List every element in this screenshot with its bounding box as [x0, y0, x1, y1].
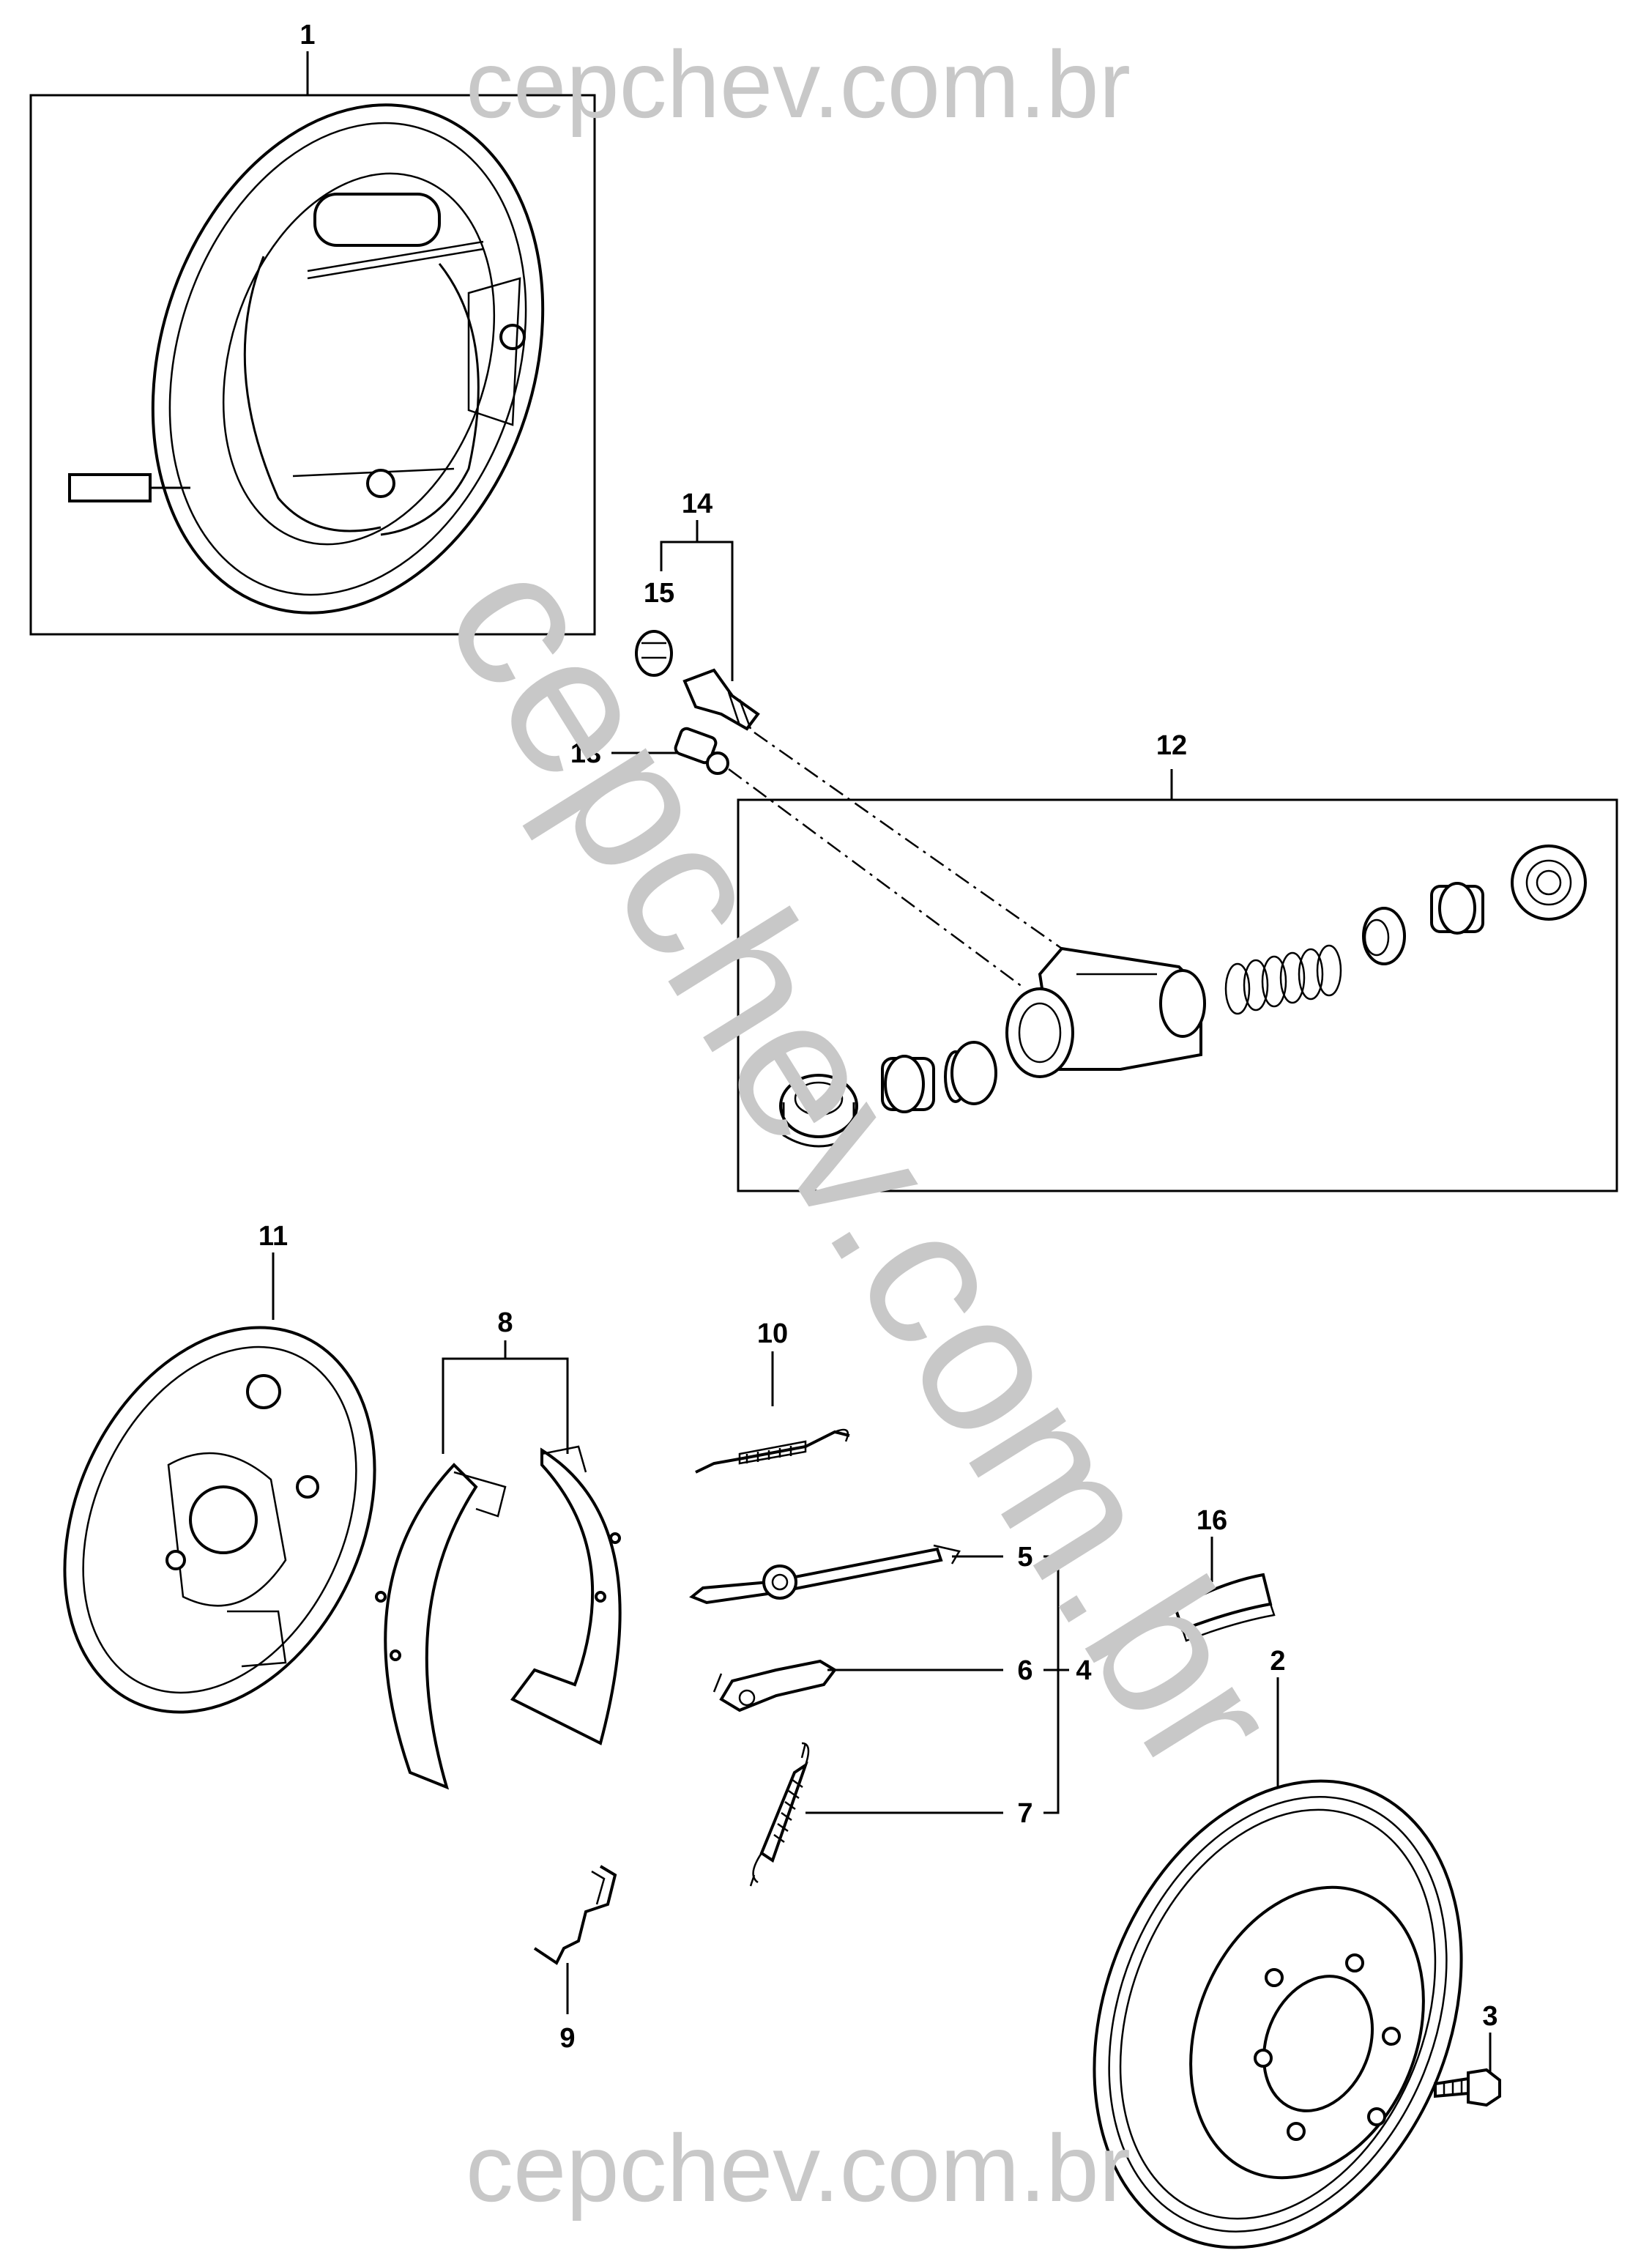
- callout-1: 1: [299, 20, 315, 51]
- watermark-diagonal: cepchev.com.br: [403, 522, 1322, 1810]
- backing-plate-icon: [63, 1326, 376, 1714]
- lining-segment-icon: [1173, 1573, 1276, 1642]
- bleeder-screw-icon: [682, 668, 760, 731]
- callout-13: 13: [570, 738, 601, 769]
- adjuster-spring-icon: [749, 1742, 810, 1887]
- callout-10: 10: [757, 1318, 788, 1349]
- callout-12: 12: [1156, 730, 1187, 761]
- bolt-icon: [1434, 2068, 1501, 2107]
- callout-16: 16: [1197, 1505, 1227, 1536]
- bracket-4: [1043, 1555, 1060, 1814]
- bleeder-cap-icon: [635, 630, 673, 677]
- adjuster-strut-icon: [689, 1544, 961, 1605]
- watermark-bottom: cepchev.com.br: [466, 2115, 1131, 2222]
- bracket-8: [442, 1357, 569, 1454]
- hold-down-spring-icon: [533, 1865, 617, 1965]
- callout-3: 3: [1482, 2001, 1497, 2032]
- callout-9: 9: [559, 2023, 575, 2054]
- callout-4: 4: [1076, 1655, 1091, 1686]
- adjuster-lever-icon: [712, 1659, 837, 1712]
- callout-6: 6: [1017, 1655, 1032, 1686]
- watermark-top: cepchev.com.br: [466, 31, 1131, 138]
- callout-2: 2: [1270, 1646, 1285, 1677]
- return-spring-icon: [695, 1428, 850, 1474]
- assembly-frame: [29, 94, 596, 636]
- cylinder-spring-icon: [1224, 944, 1342, 1015]
- callout-8: 8: [497, 1307, 513, 1338]
- brake-shoes-icon: [375, 1445, 622, 1790]
- brake-assembly-icon: [29, 94, 596, 636]
- callout-11: 11: [258, 1221, 288, 1252]
- wheel-cylinder-kit-icon: [779, 845, 1587, 1148]
- cylinder-frame: [737, 798, 1618, 1192]
- callout-5: 5: [1017, 1542, 1032, 1573]
- fitting-icon: [674, 727, 729, 775]
- callout-15: 15: [644, 578, 674, 609]
- brake-drum-icon: [1093, 1779, 1463, 2249]
- callout-14: 14: [682, 489, 712, 519]
- callout-7: 7: [1017, 1798, 1032, 1829]
